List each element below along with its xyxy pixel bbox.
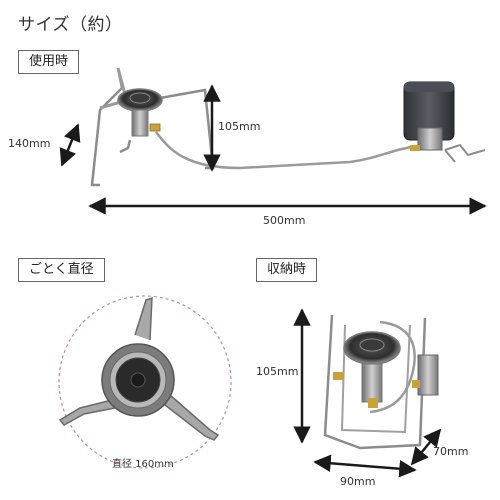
stored-brass-2 [368,398,378,408]
stored-brass-1 [333,372,343,380]
stored-frame-outer [323,314,427,450]
stove-in-use [90,67,486,187]
canister-stand [444,143,486,163]
canister-brass-fitting [410,145,420,151]
dim-pot-support-diameter: 直径 160mm [112,459,174,470]
burner-center [130,372,146,388]
dim-in-use-length: 500mm [263,214,306,227]
stove-body [131,109,149,137]
stored-hose-coil [369,320,416,414]
arrow-stored-depth [410,428,442,466]
canister-top-band [404,82,454,92]
stored-body [361,363,383,403]
dim-in-use-height: 105mm [218,120,261,133]
dim-stored-height: 105mm [256,365,299,378]
dim-stored-depth: 70mm [433,445,469,458]
dim-stored-width: 90mm [340,475,376,488]
support-arm-left [58,399,116,426]
label-pot-support-diameter: ごとく直径 [18,258,105,282]
stove-leg-right [159,88,215,170]
support-arm-right [164,394,220,441]
stove-stored [323,314,439,450]
fuel-hose [155,131,421,170]
arrow-stored-width [313,454,417,478]
dim-in-use-depth: 140mm [8,137,51,150]
page-title: サイズ（約） [18,15,123,35]
diameter-circle [58,295,232,469]
burner-cap [129,92,151,104]
label-in-use: 使用時 [18,50,80,74]
stove-leg-left [90,67,124,187]
stored-frame-inner [340,324,411,434]
canister-valve [417,127,443,151]
pot-support-diameter-view [58,295,232,469]
stored-valve-brass [412,380,420,388]
stove-leg-front [119,139,132,154]
arrow-in-use-depth [59,123,81,167]
label-stored: 収納時 [256,258,318,282]
brass-valve [149,123,161,132]
stored-valve-unit [417,354,439,396]
stored-burner-cap [359,338,385,352]
support-arm-top [134,296,153,341]
